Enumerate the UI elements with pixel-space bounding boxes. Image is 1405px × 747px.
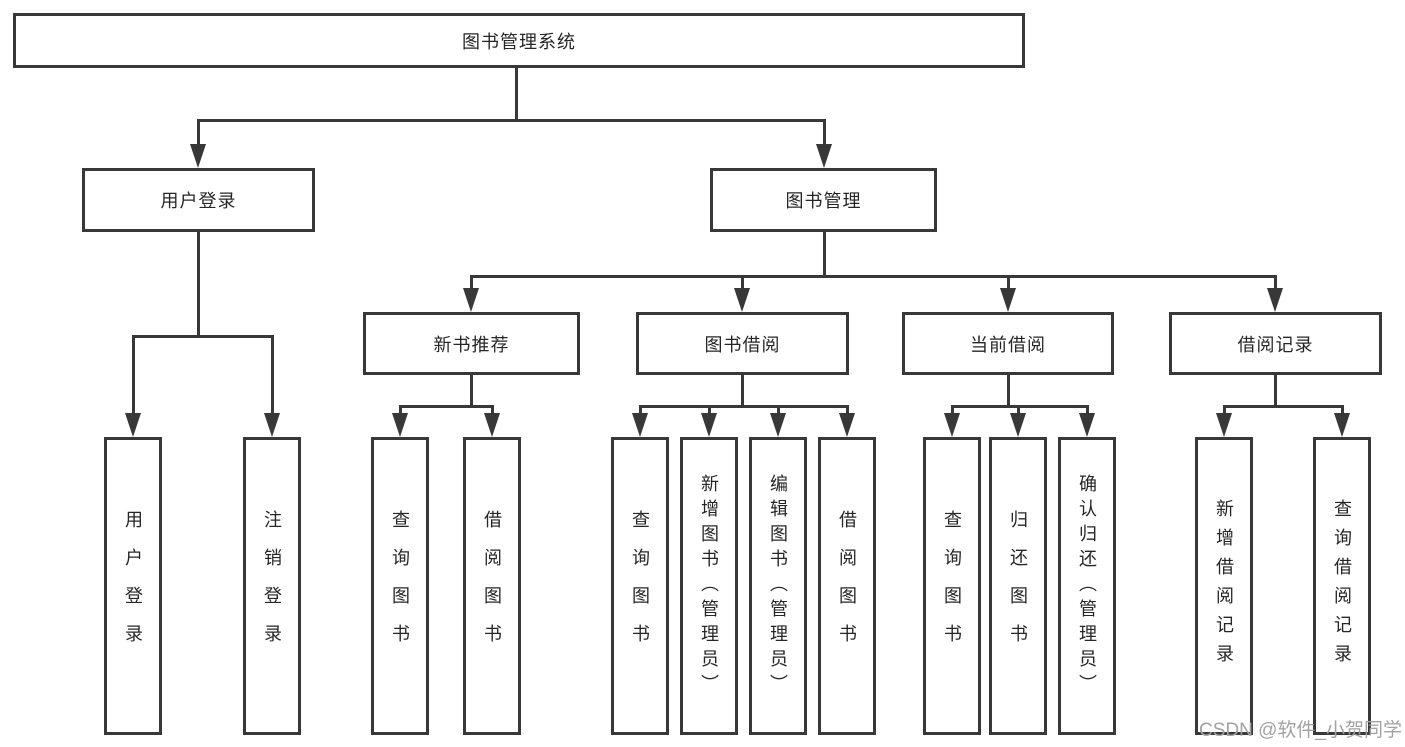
leaf-user-login: 用户登录 — [104, 437, 162, 735]
connector-line — [1086, 405, 1089, 415]
connector-line — [197, 119, 200, 146]
arrowhead-icon — [190, 144, 206, 168]
leaf-label: 归还图书 — [1008, 510, 1028, 662]
node-user-login: 用户登录 — [82, 168, 315, 232]
leaf-label: 用户登录 — [123, 510, 143, 662]
arrowhead-icon — [1000, 288, 1016, 312]
leaf-recommend-borrow-books: 借阅图书 — [463, 437, 521, 735]
connector-line — [515, 68, 518, 121]
leaf-borrow-query-books: 查询图书 — [611, 437, 669, 735]
node-label: 借阅记录 — [1237, 334, 1314, 355]
node-label: 图书管理 — [785, 191, 862, 211]
leaf-label: 查询借阅记录 — [1332, 499, 1352, 673]
connector-line — [132, 335, 274, 338]
leaf-label: 查询图书 — [630, 510, 650, 662]
arrowhead-icon — [125, 413, 141, 437]
leaf-records-query-record: 查询借阅记录 — [1313, 437, 1371, 735]
node-new-book-recommendation: 新书推荐 — [363, 312, 580, 375]
connector-line — [951, 405, 1089, 408]
node-current-borrowing: 当前借阅 — [902, 312, 1114, 375]
leaf-label: 新增图书（管理员） — [699, 473, 719, 699]
connector-line — [823, 232, 826, 277]
connector-line — [741, 275, 744, 291]
leaf-records-add-record: 新增借阅记录 — [1195, 437, 1253, 735]
node-root-library-system: 图书管理系统 — [13, 13, 1025, 68]
connector-line — [1017, 405, 1020, 415]
connector-line — [1007, 275, 1010, 291]
leaf-label: 借阅图书 — [837, 510, 857, 662]
arrowhead-icon — [264, 413, 280, 437]
connector-line — [639, 405, 849, 408]
connector-line — [1274, 275, 1277, 291]
arrowhead-icon — [701, 413, 717, 437]
node-book-management: 图书管理 — [710, 168, 937, 232]
arrowhead-icon — [1216, 413, 1232, 437]
arrowhead-icon — [484, 413, 500, 437]
leaf-label: 确认归还（管理员） — [1077, 473, 1097, 699]
connector-line — [470, 375, 473, 408]
connector-line — [197, 119, 826, 122]
connector-line — [708, 405, 711, 415]
leaf-label: 查询图书 — [390, 510, 410, 662]
leaf-label: 新增借阅记录 — [1214, 499, 1234, 673]
connector-line — [823, 119, 826, 146]
connector-line — [132, 335, 135, 415]
node-label: 当前借阅 — [970, 334, 1046, 355]
connector-line — [777, 405, 780, 415]
node-label: 用户登录 — [160, 191, 237, 211]
leaf-label: 注销登录 — [262, 510, 282, 662]
connector-line — [470, 275, 473, 291]
arrowhead-icon — [463, 288, 479, 312]
leaf-current-confirm-return-admin: 确认归还（管理员） — [1058, 437, 1116, 735]
leaf-label: 借阅图书 — [482, 510, 502, 662]
connector-line — [1341, 405, 1344, 415]
arrowhead-icon — [1334, 413, 1350, 437]
arrowhead-icon — [770, 413, 786, 437]
connector-line — [470, 275, 1277, 278]
connector-line — [741, 375, 744, 408]
connector-line — [491, 405, 494, 415]
connector-line — [951, 405, 954, 415]
connector-line — [399, 405, 402, 415]
leaf-current-query-books: 查询图书 — [923, 437, 981, 735]
leaf-logout: 注销登录 — [243, 437, 301, 735]
csdn-watermark: CSDN @软件_小贺同学 — [1199, 720, 1402, 741]
arrowhead-icon — [1010, 413, 1026, 437]
arrowhead-icon — [816, 144, 832, 168]
arrowhead-icon — [1079, 413, 1095, 437]
arrowhead-icon — [734, 288, 750, 312]
connector-line — [1007, 375, 1010, 408]
leaf-borrow-edit-books-admin: 编辑图书（管理员） — [749, 437, 807, 735]
node-label: 图书管理系统 — [462, 31, 576, 52]
leaf-label: 编辑图书（管理员） — [768, 473, 788, 699]
arrowhead-icon — [392, 413, 408, 437]
leaf-borrow-add-books-admin: 新增图书（管理员） — [680, 437, 738, 735]
connector-line — [639, 405, 642, 415]
leaf-current-return-books: 归还图书 — [989, 437, 1047, 735]
node-borrowing-records: 借阅记录 — [1169, 312, 1382, 375]
connector-line — [197, 232, 200, 337]
arrowhead-icon — [944, 413, 960, 437]
arrowhead-icon — [839, 413, 855, 437]
node-label: 图书借阅 — [704, 334, 781, 355]
arrowhead-icon — [1267, 288, 1283, 312]
connector-line — [1223, 405, 1344, 408]
arrowhead-icon — [632, 413, 648, 437]
leaf-label: 查询图书 — [942, 510, 962, 662]
connector-line — [399, 405, 494, 408]
connector-line — [846, 405, 849, 415]
node-book-borrowing: 图书借阅 — [636, 312, 849, 375]
connector-line — [1274, 375, 1277, 408]
node-label: 新书推荐 — [433, 334, 510, 355]
connector-line — [271, 335, 274, 415]
leaf-recommend-query-books: 查询图书 — [371, 437, 429, 735]
leaf-borrow-borrow-books: 借阅图书 — [818, 437, 876, 735]
connector-line — [1223, 405, 1226, 415]
